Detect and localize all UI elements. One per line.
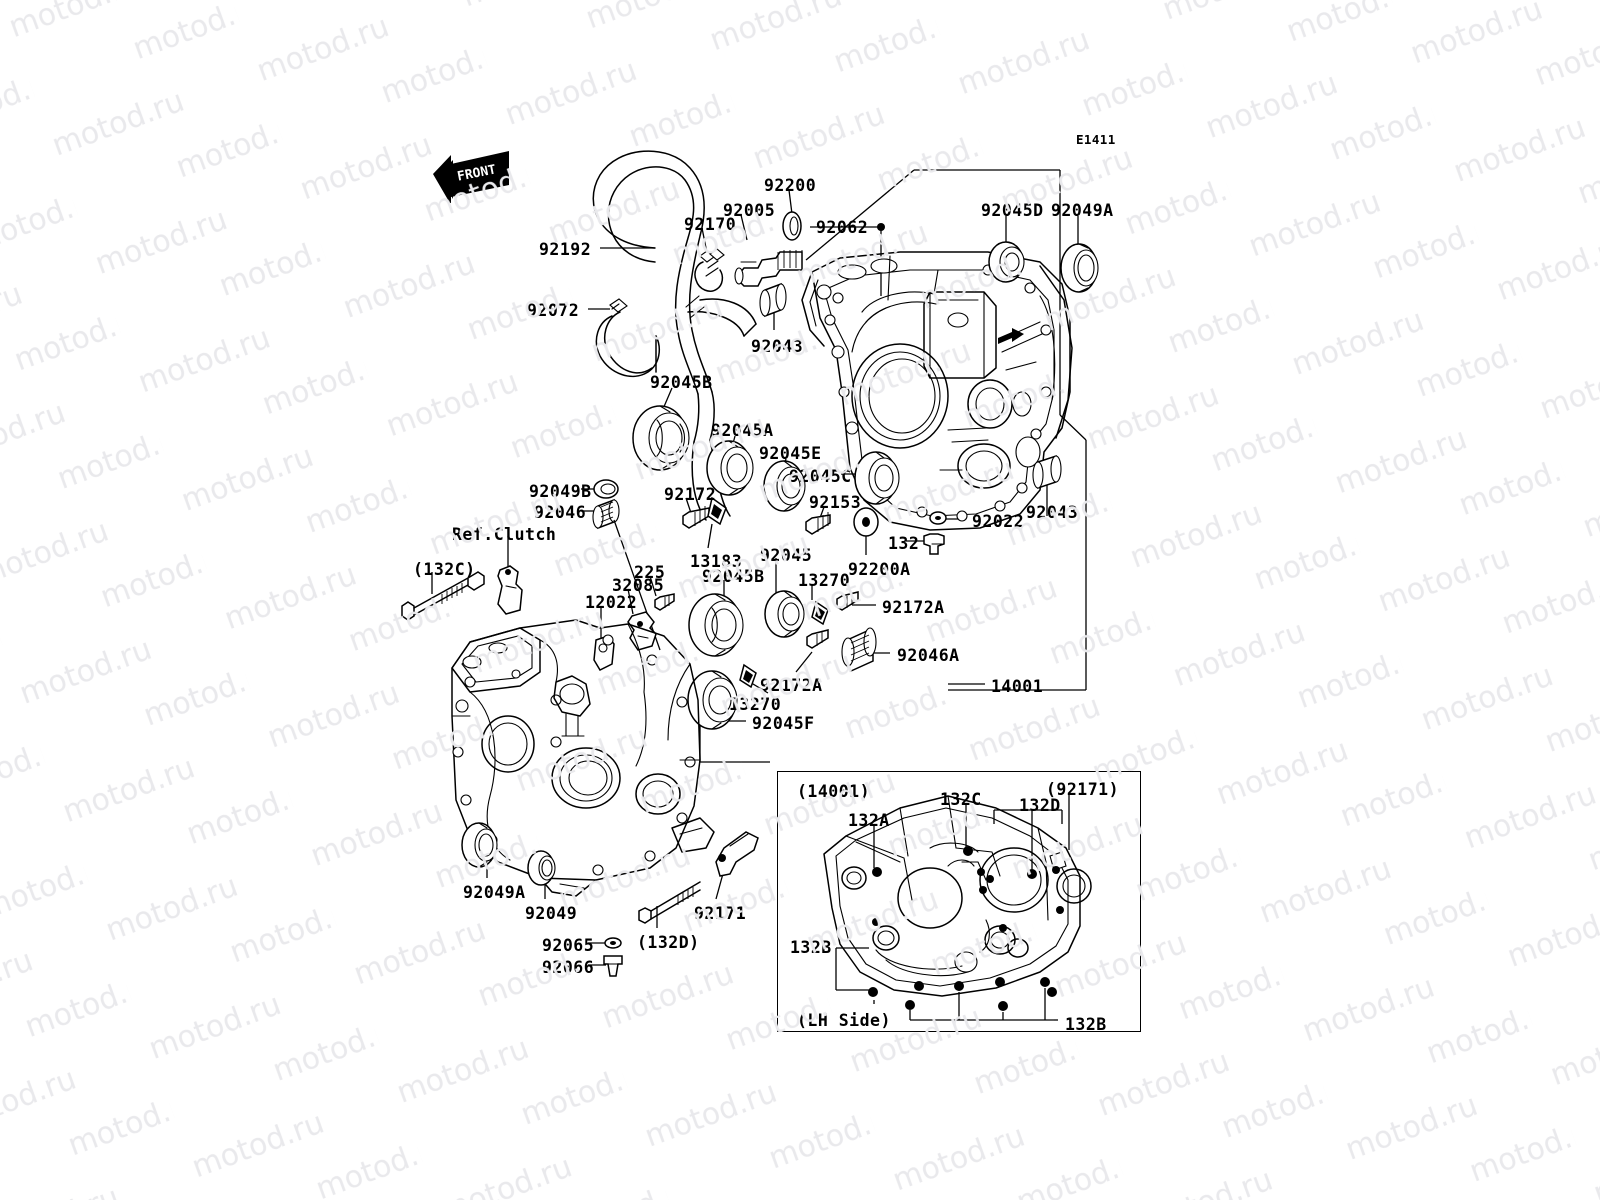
callout-92045B-lower: 92045B bbox=[702, 567, 765, 586]
callout-132: 132 bbox=[888, 534, 920, 553]
inset-callout-14001: (14001) bbox=[797, 782, 871, 801]
callout-92049A-lower: 92049A bbox=[463, 883, 526, 902]
callout-13270-right: 13270 bbox=[798, 571, 851, 590]
callout-92200A: 92200A bbox=[848, 560, 911, 579]
callout-92005: 92005 bbox=[723, 201, 776, 220]
callout-92045B-upper: 92045B bbox=[650, 373, 713, 392]
inset-callout-132D: 132D bbox=[1019, 796, 1061, 815]
callout-92043-top: 92043 bbox=[751, 337, 804, 356]
callout-132D: (132D) bbox=[637, 933, 700, 952]
callout-92045E: 92045E bbox=[759, 444, 822, 463]
callout-92171: 92171 bbox=[694, 904, 747, 923]
callout-92046: 92046 bbox=[534, 503, 587, 522]
callout-92046A: 92046A bbox=[897, 646, 960, 665]
callout-ref-clutch: Ref.Clutch bbox=[452, 525, 557, 544]
callout-12022: 12022 bbox=[585, 593, 638, 612]
callout-92062: 92062 bbox=[816, 218, 869, 237]
inset-callout-132B-right: 132B bbox=[1065, 1015, 1107, 1034]
inset-callout-92171: (92171) bbox=[1046, 780, 1120, 799]
callout-14001: 14001 bbox=[991, 677, 1044, 696]
callout-92045F: 92045F bbox=[752, 714, 815, 733]
callout-92043-right: 92043 bbox=[1026, 503, 1079, 522]
callout-92049: 92049 bbox=[525, 904, 578, 923]
diagram-code: E1411 bbox=[1076, 132, 1116, 147]
callout-92172: 92172 bbox=[664, 485, 717, 504]
callout-92045C: 92045C bbox=[789, 467, 852, 486]
callout-92192: 92192 bbox=[539, 240, 592, 259]
callout-92066: 92066 bbox=[542, 958, 595, 977]
callout-92045A: 92045A bbox=[711, 421, 774, 440]
callout-92049B: 92049B bbox=[529, 482, 592, 501]
callout-132C: (132C) bbox=[413, 560, 476, 579]
callout-92045: 92045 bbox=[760, 546, 813, 565]
inset-callout-132A: 132A bbox=[848, 811, 890, 830]
inset-callout-132C: 132C bbox=[940, 790, 982, 809]
callout-92049A-top: 92049A bbox=[1051, 201, 1114, 220]
callout-92172A-right: 92172A bbox=[882, 598, 945, 617]
inset-callout-132B-left: 132B bbox=[790, 938, 832, 957]
callout-92072: 92072 bbox=[527, 301, 580, 320]
callout-92153: 92153 bbox=[809, 493, 862, 512]
callout-92172A-lower: 92172A bbox=[760, 676, 823, 695]
callout-13270-lower: 13270 bbox=[729, 695, 782, 714]
callout-92045D: 92045D bbox=[981, 201, 1044, 220]
callout-92200: 92200 bbox=[764, 176, 817, 195]
inset-callout-lh-side: (LH Side) bbox=[797, 1011, 891, 1030]
callout-92065: 92065 bbox=[542, 936, 595, 955]
front-direction-badge: FRONT bbox=[429, 141, 513, 205]
callout-92022: 92022 bbox=[972, 512, 1025, 531]
